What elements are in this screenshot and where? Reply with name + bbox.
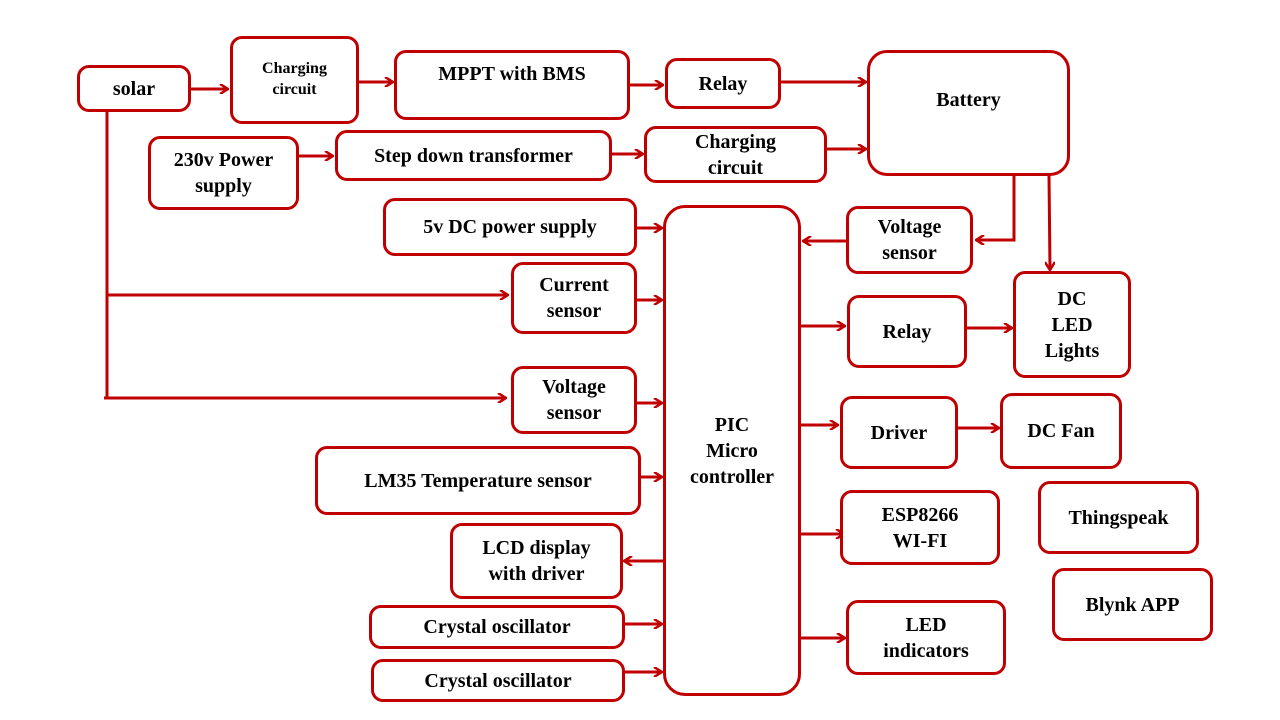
block-dc-fan: DC Fan xyxy=(1000,393,1122,469)
block-voltage-sensor-battery: Voltage sensor xyxy=(846,206,973,274)
block-thingspeak: Thingspeak xyxy=(1038,481,1199,554)
block-mppt-bms: MPPT with BMS xyxy=(394,50,630,120)
block-relay-charging: Relay xyxy=(665,58,781,109)
block-5v-dc-power-supply: 5v DC power supply xyxy=(383,198,637,256)
block-blynk-app: Blynk APP xyxy=(1052,568,1213,641)
block-lm35-temperature-sensor: LM35 Temperature sensor xyxy=(315,446,641,515)
block-charging-circuit-solar: Charging circuit xyxy=(230,36,359,124)
block-led-indicators: LED indicators xyxy=(846,600,1006,675)
block-crystal-oscillator-1: Crystal oscillator xyxy=(369,605,625,649)
block-voltage-sensor-solar: Voltage sensor xyxy=(511,366,637,434)
block-crystal-oscillator-2: Crystal oscillator xyxy=(371,659,625,702)
block-step-down-transformer: Step down transformer xyxy=(335,130,612,181)
block-dc-led-lights: DC LED Lights xyxy=(1013,271,1131,378)
block-pic-microcontroller: PIC Micro controller xyxy=(663,205,801,696)
block-charging-circuit-ac: Charging circuit xyxy=(644,126,827,183)
block-esp8266-wifi: ESP8266 WI-FI xyxy=(840,490,1000,565)
block-solar: solar xyxy=(77,65,191,112)
block-230v-power-supply: 230v Power supply xyxy=(148,136,299,210)
block-driver: Driver xyxy=(840,396,958,469)
block-battery: Battery xyxy=(867,50,1070,176)
arrow-battery-to-dc-led xyxy=(1049,174,1050,270)
block-current-sensor: Current sensor xyxy=(511,262,637,334)
block-relay-load: Relay xyxy=(847,295,967,368)
arrow-battery-to-voltage-sensor xyxy=(976,173,1016,240)
block-lcd-display: LCD display with driver xyxy=(450,523,623,599)
